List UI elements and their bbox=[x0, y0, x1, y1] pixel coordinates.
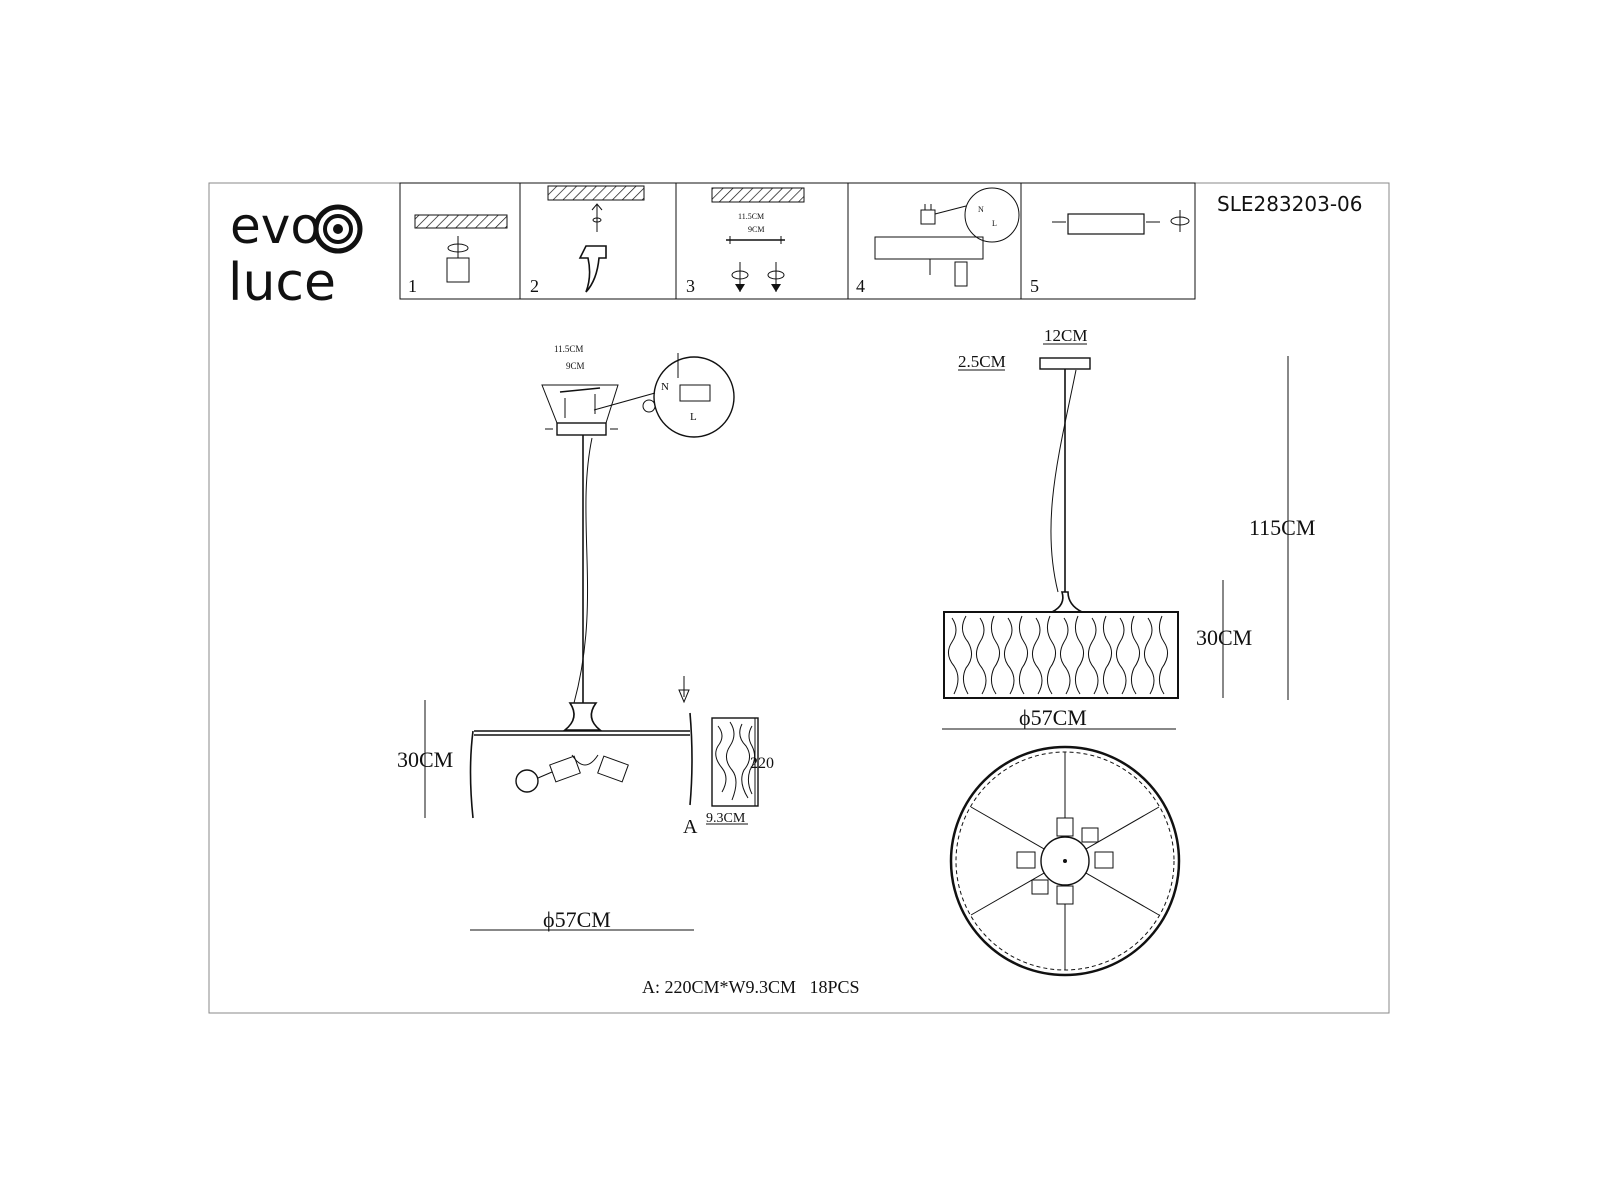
crystal-shade bbox=[943, 611, 1179, 699]
down-arrow-icon bbox=[678, 689, 690, 704]
wiring-zoom-icon: N L bbox=[593, 353, 735, 438]
power-cable bbox=[573, 437, 593, 704]
ceiling-screw-icon bbox=[446, 236, 470, 283]
bulb-icon bbox=[515, 754, 629, 793]
brand-logo: evo luce bbox=[228, 197, 363, 313]
mount-outer-dim: 11.5CM bbox=[554, 344, 583, 354]
shade-height-label: 30CM bbox=[1196, 625, 1252, 650]
power-cable-right bbox=[1050, 369, 1077, 593]
crystal-panel-a: A 220 9.3CM bbox=[678, 676, 774, 838]
finial-icon bbox=[1170, 210, 1190, 232]
panel-height-label: 220 bbox=[750, 755, 774, 772]
step-1-number: 1 bbox=[408, 276, 417, 296]
model-number: SLE283203-06 bbox=[1217, 192, 1363, 216]
mount-inner-dim: 9CM bbox=[566, 361, 585, 371]
step-2-panel: 2 bbox=[530, 185, 645, 296]
lamp-frame bbox=[469, 702, 693, 819]
brand-line-2: luce bbox=[228, 253, 336, 313]
anchor-arrow-icon bbox=[591, 203, 603, 232]
hammer-icon bbox=[578, 245, 607, 293]
shade-diameter-label: ϕ57CM bbox=[1019, 705, 1087, 730]
step-3-panel: 11.5CM 9CM 3 bbox=[686, 187, 805, 296]
bulb-socket-icon bbox=[929, 259, 968, 287]
logo-swirl-icon bbox=[313, 204, 363, 254]
canopy-width-label: 12CM bbox=[1044, 326, 1087, 345]
step-4-label-l: L bbox=[992, 219, 997, 228]
step-1-panel: 1 bbox=[408, 214, 508, 296]
ceiling-mount-detail: 11.5CM 9CM bbox=[541, 344, 619, 436]
dimension-view: 12CM 2.5CM 115CM 30CM ϕ57CM bbox=[942, 326, 1315, 977]
panel-a-label: A bbox=[683, 816, 698, 838]
step-4-label-n: N bbox=[978, 205, 984, 214]
canopy bbox=[1039, 357, 1091, 370]
sheet-border bbox=[208, 182, 1390, 1014]
step-5-number: 5 bbox=[1030, 276, 1039, 296]
wiring-detail-icon: N L bbox=[934, 187, 1020, 243]
canopy-height-label: 2.5CM bbox=[958, 352, 1006, 371]
step-4-number: 4 bbox=[856, 276, 865, 296]
step-5-panel: 5 bbox=[1030, 210, 1190, 296]
assembly-view: 11.5CM 9CM N L bbox=[397, 344, 774, 932]
shade-cap bbox=[1051, 591, 1083, 613]
step-3-number: 3 bbox=[686, 276, 695, 296]
brand-line-1: evo bbox=[230, 197, 321, 255]
total-height-label: 115CM bbox=[1249, 515, 1315, 540]
wiring-label-n: N bbox=[661, 381, 669, 393]
terminal-block-icon bbox=[920, 204, 936, 225]
wiring-label-l: L bbox=[690, 411, 697, 423]
step-2-number: 2 bbox=[530, 276, 539, 296]
mounting-bracket-icon bbox=[726, 236, 785, 244]
step-3-dim-inner: 9CM bbox=[748, 225, 764, 234]
installation-steps: 1 2 11.5CM 9CM bbox=[399, 182, 1196, 300]
step-3-dim-outer: 11.5CM bbox=[738, 212, 764, 221]
step-4-panel: N L 4 bbox=[856, 187, 1020, 296]
plan-view bbox=[949, 745, 1181, 977]
panel-width-label: 9.3CM bbox=[706, 811, 746, 826]
frame-height-label: 30CM bbox=[397, 747, 453, 772]
bracket-screw-icon bbox=[731, 262, 785, 292]
footnote: A: 220CM*W9.3CM 18PCS bbox=[642, 977, 860, 997]
frame-diameter-label: ϕ57CM bbox=[543, 907, 611, 932]
